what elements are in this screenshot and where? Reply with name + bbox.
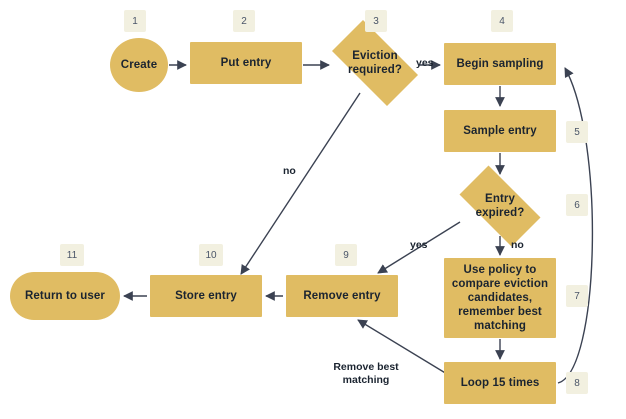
- node-sample-entry-label: Sample entry: [463, 124, 537, 137]
- node-entry-expired[interactable]: Entry expired?: [448, 165, 552, 247]
- node-use-policy[interactable]: Use policy to compare eviction candidate…: [444, 258, 556, 338]
- step-badge-4-label: 4: [499, 15, 505, 27]
- node-eviction-required-label: Eviction required?: [348, 49, 402, 76]
- node-return-to-user-label: Return to user: [25, 289, 105, 302]
- node-store-entry[interactable]: Store entry: [150, 275, 262, 317]
- step-badge-3: 3: [365, 10, 387, 32]
- step-badge-7: 7: [566, 285, 588, 307]
- edge-label-remove-best-matching: Remove best matching: [316, 348, 416, 387]
- node-create[interactable]: Create: [110, 38, 168, 92]
- step-badge-4: 4: [491, 10, 513, 32]
- step-badge-3-label: 3: [373, 15, 379, 27]
- node-loop-15-times[interactable]: Loop 15 times: [444, 362, 556, 404]
- edge-label-remove-best-matching-text: Remove best matching: [333, 361, 399, 387]
- edge-label-eviction-yes: yes: [416, 44, 434, 70]
- step-badge-11: 11: [60, 244, 84, 266]
- node-use-policy-label: Use policy to compare eviction candidate…: [451, 263, 549, 333]
- node-sample-entry[interactable]: Sample entry: [444, 110, 556, 152]
- edge-label-eviction-no-text: no: [283, 165, 296, 178]
- step-badge-8: 8: [566, 372, 588, 394]
- step-badge-7-label: 7: [574, 290, 580, 302]
- step-badge-8-label: 8: [574, 377, 580, 389]
- step-badge-9-label: 9: [343, 249, 349, 261]
- edge-label-expired-no-text: no: [511, 239, 524, 252]
- node-put-entry[interactable]: Put entry: [190, 42, 302, 84]
- step-badge-6: 6: [566, 194, 588, 216]
- step-badge-6-label: 6: [574, 199, 580, 211]
- step-badge-5-label: 5: [574, 126, 580, 138]
- node-store-entry-label: Store entry: [175, 289, 237, 302]
- node-begin-sampling[interactable]: Begin sampling: [444, 43, 556, 85]
- step-badge-2-label: 2: [241, 15, 247, 27]
- node-return-to-user[interactable]: Return to user: [10, 272, 120, 320]
- edge-label-expired-yes: yes: [410, 226, 428, 252]
- node-entry-expired-label: Entry expired?: [475, 192, 525, 219]
- step-badge-2: 2: [233, 10, 255, 32]
- node-begin-sampling-label: Begin sampling: [456, 57, 544, 70]
- edge-label-eviction-yes-text: yes: [416, 57, 434, 70]
- step-badge-10: 10: [199, 244, 223, 266]
- step-badge-5: 5: [566, 121, 588, 143]
- node-remove-entry-label: Remove entry: [303, 289, 381, 302]
- node-remove-entry[interactable]: Remove entry: [286, 275, 398, 317]
- edge-label-expired-no: no: [511, 226, 524, 252]
- node-eviction-required[interactable]: Eviction required?: [320, 20, 430, 106]
- edge-loop-to-begin: [557, 67, 594, 384]
- step-badge-1-label: 1: [132, 15, 138, 27]
- node-put-entry-label: Put entry: [220, 56, 272, 69]
- step-badge-9: 9: [335, 244, 357, 266]
- edge-label-expired-yes-text: yes: [410, 239, 428, 252]
- edge-label-eviction-no: no: [283, 152, 296, 178]
- step-badge-10-label: 10: [205, 249, 217, 261]
- step-badge-1: 1: [124, 10, 146, 32]
- node-create-label: Create: [120, 58, 158, 71]
- step-badge-11-label: 11: [66, 249, 78, 261]
- node-loop-15-times-label: Loop 15 times: [460, 376, 540, 389]
